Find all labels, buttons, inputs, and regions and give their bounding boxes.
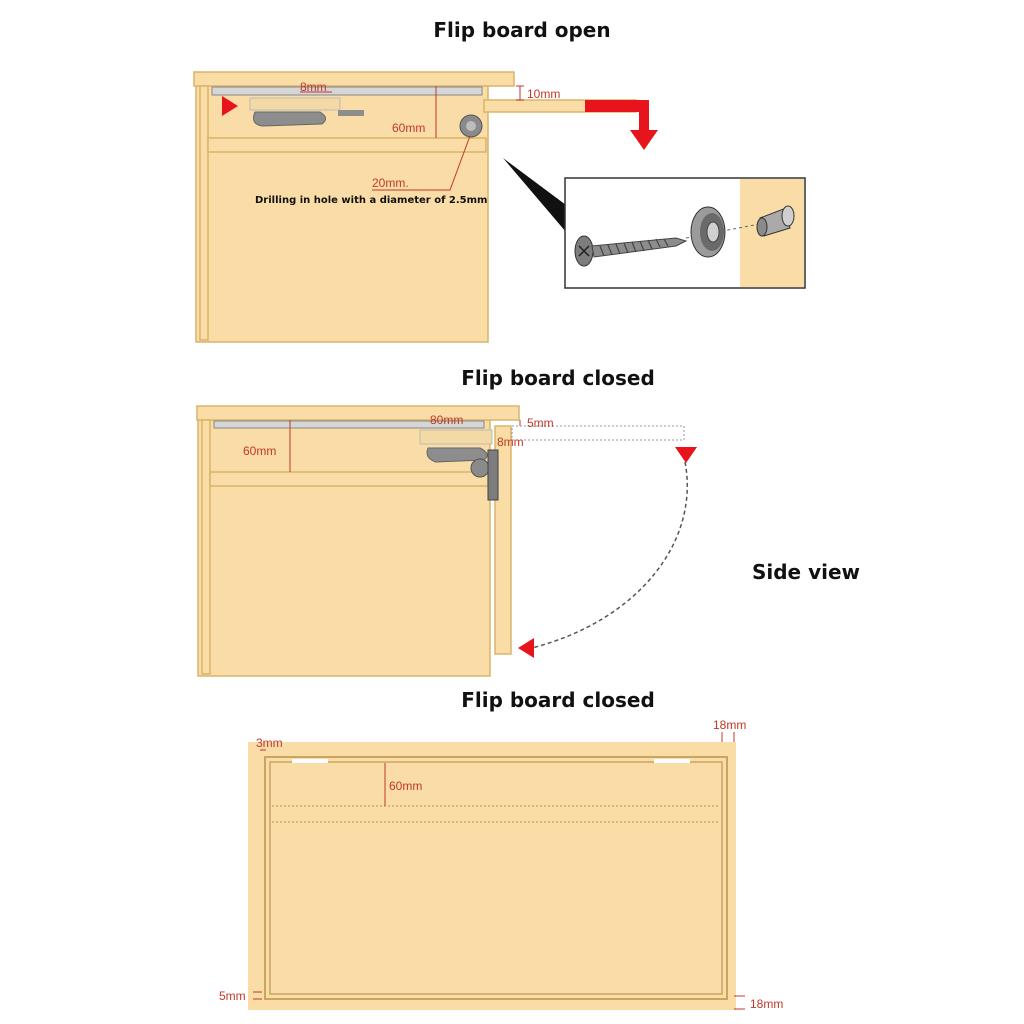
cabinet-body bbox=[195, 83, 489, 343]
shelf-board bbox=[207, 137, 487, 153]
hinge-bracket bbox=[487, 449, 499, 501]
leader-20mm bbox=[372, 135, 471, 191]
label-60mm: 60mm bbox=[243, 444, 276, 458]
title-open: Flip board open bbox=[433, 18, 610, 42]
red-arrow-bar bbox=[585, 100, 645, 112]
hinge-arm bbox=[253, 111, 326, 127]
label-60mm: 60mm bbox=[392, 121, 425, 135]
label-10mm: 10mm bbox=[527, 87, 560, 101]
hinge-plate bbox=[419, 429, 493, 445]
stopper-hub bbox=[466, 121, 476, 131]
hinge-link bbox=[338, 110, 364, 116]
front-diagram: 60mm 3mm 18mm 5mm 18mm bbox=[219, 718, 783, 1011]
flip-board-closed bbox=[494, 425, 512, 655]
outer-frame bbox=[264, 756, 728, 1000]
label-3mm: 3mm bbox=[256, 736, 283, 750]
direction-triangle bbox=[222, 96, 238, 116]
cabinet-front bbox=[248, 742, 736, 1010]
label-8mm: 8mm bbox=[497, 435, 524, 449]
hinge-plate bbox=[249, 97, 341, 111]
side-board bbox=[199, 85, 209, 341]
label-60mm: 60mm bbox=[389, 779, 422, 793]
screw-icon bbox=[574, 235, 688, 267]
label-20mm: 20mm. bbox=[372, 176, 409, 190]
top-board bbox=[193, 71, 515, 87]
arc-end-marker bbox=[518, 638, 534, 658]
title-side-view: Side view bbox=[752, 560, 860, 584]
slide-rail bbox=[211, 86, 483, 96]
hinge-slot-right bbox=[654, 759, 690, 763]
open-position-outline bbox=[511, 425, 685, 441]
title-closed-front: Flip board closed bbox=[461, 688, 655, 712]
open-diagram: 8mm 10mm 60mm 20mm. Drilling in hole wit… bbox=[193, 71, 806, 343]
top-board bbox=[196, 405, 520, 421]
label-8mm: 8mm bbox=[300, 80, 327, 94]
arc-start-marker bbox=[675, 447, 697, 463]
shelf-board bbox=[209, 471, 489, 487]
bearing-icon bbox=[690, 206, 726, 258]
red-arrow-head bbox=[630, 130, 658, 150]
label-80mm: 80mm bbox=[430, 413, 463, 427]
sleeve-icon bbox=[756, 205, 795, 237]
label-5mm: 5mm bbox=[527, 416, 554, 430]
swing-arc bbox=[531, 461, 689, 649]
label-18mm-top: 18mm bbox=[713, 718, 746, 732]
hardware-detail bbox=[564, 177, 806, 289]
hinge-slot-left bbox=[292, 759, 328, 763]
callout-pointer bbox=[503, 158, 566, 232]
flip-board-front bbox=[269, 761, 723, 995]
slide-rail bbox=[213, 420, 485, 429]
drill-note: Drilling in hole with a diameter of 2.5m… bbox=[255, 195, 487, 206]
red-arrow-stem bbox=[639, 100, 649, 132]
stopper-wheel bbox=[470, 458, 490, 478]
title-closed-side: Flip board closed bbox=[461, 366, 655, 390]
label-18mm-bottom: 18mm bbox=[750, 997, 783, 1011]
side-board bbox=[201, 419, 211, 675]
label-5mm: 5mm bbox=[219, 989, 246, 1003]
closed-diagram: 60mm 80mm 5mm 8mm bbox=[196, 405, 697, 677]
